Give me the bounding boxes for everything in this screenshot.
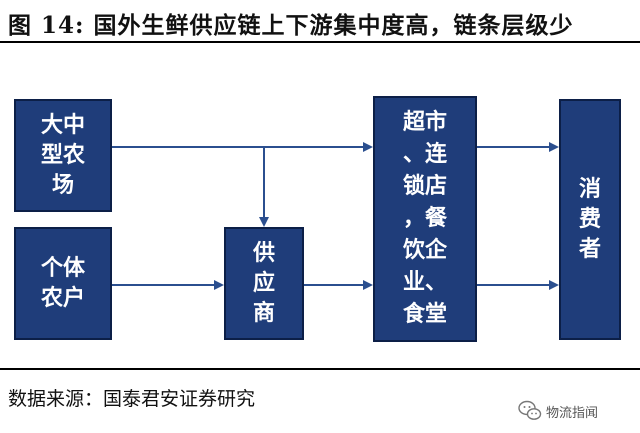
- watermark-text: 物流指闻: [546, 405, 599, 421]
- figure-title: 图 14: 国外生鲜供应链上下游集中度高，链条层级少: [8, 12, 574, 39]
- retail-label: 超市 、连 锁店 ，餐 饮企 业、 食堂: [402, 110, 447, 327]
- consumer-label: 消 费 者: [578, 176, 601, 262]
- supplier-box: 供 应 商: [224, 227, 304, 340]
- individual-farmer-box: 个体 农户: [14, 227, 112, 340]
- supplier-label: 供 应 商: [252, 240, 275, 326]
- individual-farmer-label: 个体 农户: [40, 255, 85, 311]
- source-divider: [0, 368, 640, 370]
- watermark: 物流指闻: [518, 398, 598, 424]
- wechat-icon: [518, 400, 542, 420]
- source-note: 数据来源：国泰君安证券研究: [8, 388, 256, 410]
- large-farm-label: 大中 型农 场: [40, 112, 85, 198]
- consumer-box: 消 费 者: [559, 99, 621, 340]
- retail-box: 超市 、连 锁店 ，餐 饮企 业、 食堂: [373, 96, 477, 342]
- large-farm-box: 大中 型农 场: [14, 99, 112, 212]
- title-divider: [0, 41, 640, 43]
